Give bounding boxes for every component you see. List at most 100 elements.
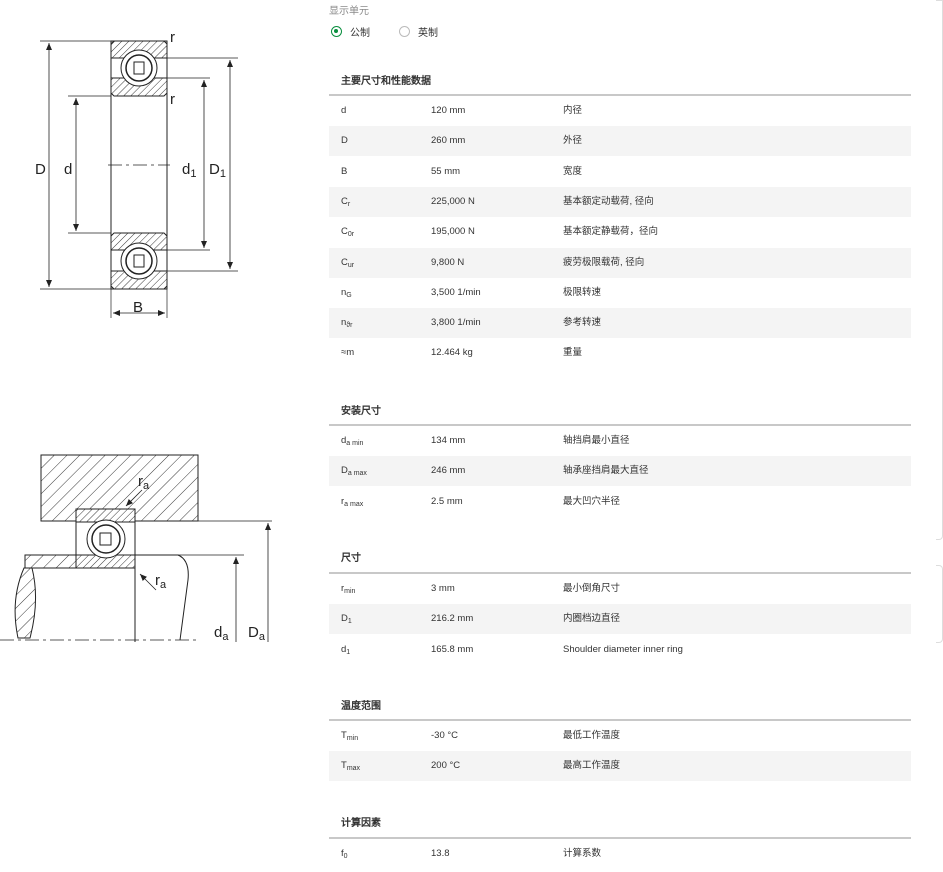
label-da: da <box>214 624 229 643</box>
section-divider <box>329 572 911 574</box>
spec-value: 200 °C <box>431 760 461 772</box>
spec-symbol-subscript: ϑr <box>346 322 353 330</box>
spec-description: 最低工作温度 <box>563 730 621 741</box>
spec-row: Cr 225,000 N 基本额定动载荷, 径向 <box>329 186 911 220</box>
spec-symbol-subscript: 0 <box>343 853 348 860</box>
spec-value: 246 mm <box>431 465 466 477</box>
spec-symbol: Tmax <box>341 751 360 784</box>
spec-description: 最小倒角尺寸 <box>563 583 621 594</box>
section-title: 安装尺寸 <box>341 406 381 417</box>
spec-description: 基本额定动载荷, 径向 <box>563 195 654 207</box>
spec-description: 最高工作温度 <box>563 760 621 772</box>
section-divider <box>329 719 911 721</box>
spec-description: 内径 <box>563 105 583 116</box>
spec-symbol: rmin <box>341 574 355 607</box>
spec-row: da min 134 mm 轴挡肩最小直径 <box>329 426 911 456</box>
section-divider <box>329 94 911 96</box>
spec-value: 195,000 N <box>431 226 475 238</box>
radio-metric[interactable]: 公制 <box>331 24 370 39</box>
spec-symbol-main: n <box>341 317 347 329</box>
spec-row: d 120 mm 内径 <box>329 96 911 126</box>
spec-symbol: ra max <box>341 487 363 520</box>
spec-value: 134 mm <box>431 435 466 446</box>
spec-symbol: f0 <box>341 839 348 872</box>
spec-symbol-subscript: 0r <box>347 231 355 239</box>
spec-value: 12.464 kg <box>431 347 473 359</box>
spec-description: 轴挡肩最小直径 <box>563 435 630 446</box>
radio-imperial-label: 英制 <box>418 28 438 39</box>
label-r-top: r <box>170 29 175 46</box>
label-ra-top: ra <box>138 473 150 492</box>
spec-value: 2.5 mm <box>431 495 463 507</box>
spec-symbol-main: T <box>341 730 347 741</box>
spec-symbol: Da max <box>341 456 367 489</box>
spec-symbol: D <box>341 126 348 156</box>
spec-value: 216.2 mm <box>431 613 474 625</box>
spec-symbol: nϑr <box>341 308 352 341</box>
section-divider <box>329 837 911 839</box>
spec-value: 120 mm <box>431 105 466 116</box>
spec-value: 165.8 mm <box>431 643 474 655</box>
spec-value: 3,500 1/min <box>431 286 481 298</box>
label-Da: Da <box>248 624 266 643</box>
spec-symbol-subscript: 1 <box>347 618 352 626</box>
spec-symbol-subscript: a min <box>346 440 364 447</box>
spec-description: 基本额定静载荷，径向 <box>563 226 659 238</box>
spec-value: 225,000 N <box>431 195 475 207</box>
radio-metric-label: 公制 <box>350 28 370 39</box>
label-D: D <box>35 161 46 178</box>
label-r-mid: r <box>170 91 175 108</box>
label-ra-bottom: ra <box>155 572 167 591</box>
spec-symbol-main: C <box>341 226 348 238</box>
spec-symbol-main: d <box>341 643 347 655</box>
spec-row: rmin 3 mm 最小倒角尺寸 <box>329 574 911 604</box>
spec-symbol-main: ≈m <box>341 347 355 359</box>
spec-description: 内圈档边直径 <box>563 613 621 625</box>
spec-value: 3 mm <box>431 583 455 594</box>
spec-symbol: B <box>341 157 347 187</box>
radio-checked-icon <box>331 26 342 37</box>
spec-symbol-main: D <box>341 135 348 147</box>
bearing-cross-section <box>40 40 238 318</box>
radio-unchecked-icon <box>399 26 410 37</box>
spec-description: 最大凹穴半径 <box>563 495 621 507</box>
bottom-diagram-labels: ra ra da Da <box>138 473 266 643</box>
spec-symbol-main: C <box>341 195 348 207</box>
top-diagram-labels: D d d1 D1 B r r <box>35 29 226 316</box>
spec-description: 重量 <box>563 347 583 359</box>
scrollbar-track-upper[interactable] <box>936 0 943 540</box>
unit-selector-label: 显示单元 <box>329 6 369 17</box>
label-D1: D1 <box>209 161 226 180</box>
spec-row: Tmax 200 °C 最高工作温度 <box>329 751 911 784</box>
spec-value: 13.8 <box>431 848 450 859</box>
spec-symbol-main: r <box>341 583 345 594</box>
spec-row: C0r 195,000 N 基本额定静载荷，径向 <box>329 217 911 247</box>
spec-symbol-main: f <box>341 848 344 859</box>
spec-symbol-main: D <box>341 465 348 477</box>
spec-symbol: da min <box>341 426 363 459</box>
spec-symbol: ≈m <box>341 338 354 368</box>
mounting-drawing <box>0 454 272 642</box>
spec-symbol: D1 <box>341 604 352 637</box>
radio-imperial[interactable]: 英制 <box>399 24 438 39</box>
label-d1: d1 <box>182 161 196 180</box>
spec-symbol: C0r <box>341 217 354 250</box>
section-title: 温度范围 <box>341 701 381 712</box>
spec-symbol-main: d <box>341 105 347 116</box>
spec-symbol-subscript: ur <box>347 261 355 269</box>
spec-symbol-main: r <box>341 495 345 507</box>
section-divider <box>329 424 911 426</box>
spec-symbol-main: B <box>341 165 348 177</box>
scrollbar-track-lower[interactable] <box>936 565 943 643</box>
spec-symbol: Cr <box>341 187 350 220</box>
spec-value: 3,800 1/min <box>431 317 481 329</box>
spec-description: 轴承座挡肩最大直径 <box>563 465 649 477</box>
spec-symbol: Tmin <box>341 721 358 754</box>
spec-description: 计算系数 <box>563 848 602 859</box>
